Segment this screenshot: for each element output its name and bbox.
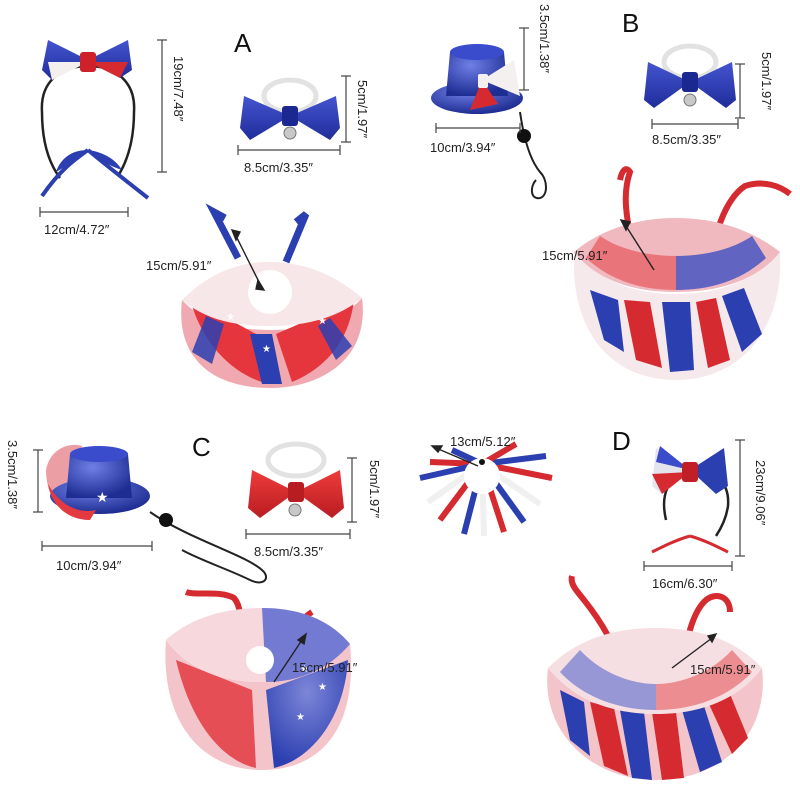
bowtie-c xyxy=(248,441,344,518)
dim-d-headband-width: 16cm/6.30″ xyxy=(652,576,718,591)
dim-d-headband-height: 23cm/9.06″ xyxy=(753,460,768,526)
headband-a xyxy=(40,40,150,200)
dim-a-bowtie-width: 8.5cm/3.35″ xyxy=(244,160,313,175)
bowtie-b xyxy=(644,43,736,108)
measure-bowtie-b xyxy=(651,63,745,129)
panel-label-c: C xyxy=(192,432,211,462)
measure-tutu-b xyxy=(619,218,655,271)
svg-text:★: ★ xyxy=(262,344,271,355)
measure-bowtie-a xyxy=(237,75,351,155)
measure-tutu-d xyxy=(671,632,718,669)
headband-d xyxy=(651,446,730,554)
measure-ribbon-collar xyxy=(430,445,479,467)
panel-label-b: B xyxy=(622,8,640,38)
dim-c-bowtie-width: 8.5cm/3.35″ xyxy=(254,544,323,559)
measure-headband-d xyxy=(643,439,745,571)
panel-d xyxy=(547,439,763,780)
measure-hat-c xyxy=(33,449,153,551)
svg-text:★: ★ xyxy=(296,712,305,723)
dim-c-hat-height: 3.5cm/1.38″ xyxy=(5,440,20,509)
measure-headband-a xyxy=(39,39,167,217)
svg-text:★: ★ xyxy=(318,316,327,327)
ribbon-collar xyxy=(419,441,553,537)
panel-c: ★ xyxy=(33,441,553,770)
dim-a-bowtie-height: 5cm/1.97″ xyxy=(355,80,370,139)
tutu-a: ★ ★ ★ xyxy=(181,203,363,388)
measure-tutu-a xyxy=(230,228,266,291)
tutu-b xyxy=(573,166,792,380)
measure-hat-b xyxy=(435,27,529,133)
svg-text:★: ★ xyxy=(300,664,309,675)
bowtie-a xyxy=(240,77,340,140)
panel-b xyxy=(431,27,792,380)
dim-b-hat-height: 3.5cm/1.38″ xyxy=(537,4,552,73)
dim-a-headband-height: 19cm/7.48″ xyxy=(171,56,186,122)
tutu-d xyxy=(547,575,763,780)
dim-d-tutu-length: 15cm/5.91″ xyxy=(690,662,756,677)
dim-b-bowtie-height: 5cm/1.97″ xyxy=(759,52,774,111)
measure-bowtie-c xyxy=(245,457,357,539)
hat-b xyxy=(431,44,547,200)
dim-c-hat-width: 10cm/3.94″ xyxy=(56,558,122,573)
tutu-c: ★ ★ ★ xyxy=(165,589,352,770)
dim-b-tutu-length: 15cm/5.91″ xyxy=(542,248,608,263)
measure-tutu-c xyxy=(273,632,308,683)
dim-c-bowtie-height: 5cm/1.97″ xyxy=(367,460,382,519)
dim-a-tutu-length: 15cm/5.91″ xyxy=(146,258,212,273)
dim-b-hat-width: 10cm/3.94″ xyxy=(430,140,496,155)
dim-b-bowtie-width: 8.5cm/3.35″ xyxy=(652,132,721,147)
panel-a: ★ ★ ★ xyxy=(39,39,363,388)
panel-label-d: D xyxy=(612,426,631,456)
dim-a-headband-width: 12cm/4.72″ xyxy=(44,222,110,237)
dim-c-tutu-length: 15cm/5.91″ xyxy=(292,660,358,675)
hat-c: ★ xyxy=(46,444,268,584)
svg-text:★: ★ xyxy=(318,682,327,693)
svg-text:★: ★ xyxy=(226,312,235,323)
svg-text:★: ★ xyxy=(96,490,109,506)
dim-ribbon-collar-width: 13cm/5.12″ xyxy=(450,434,516,449)
panel-label-a: A xyxy=(234,28,252,58)
